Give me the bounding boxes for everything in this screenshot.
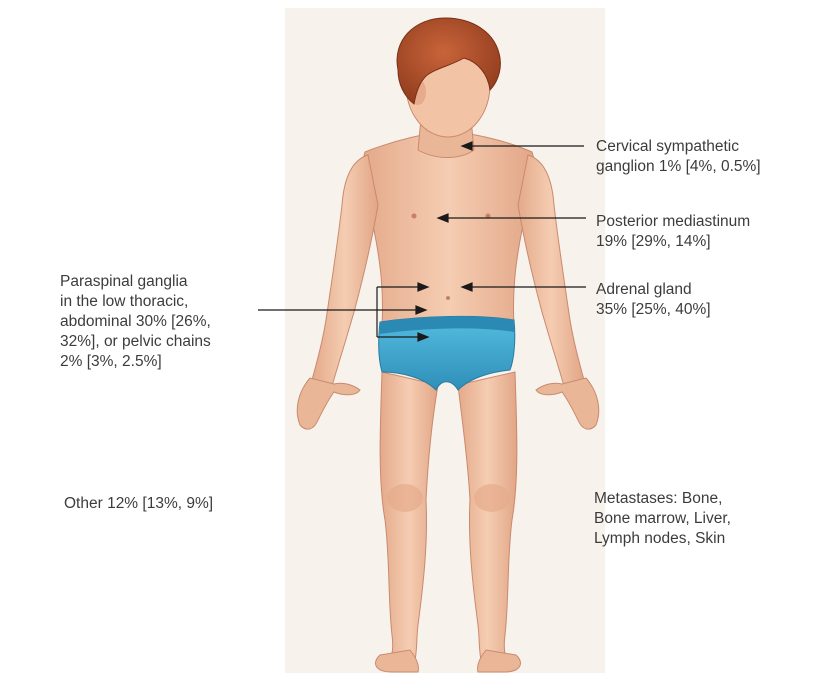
metastases-label-line-3: Lymph nodes, Skin bbox=[594, 529, 731, 549]
cervical-ganglion-label: Cervical sympathetic ganglion 1% [4%, 0.… bbox=[596, 137, 761, 177]
posterior-mediastinum-label: Posterior mediastinum 19% [29%, 14%] bbox=[596, 212, 750, 252]
cervical-label-line-1: Cervical sympathetic bbox=[596, 137, 761, 157]
paraspinal-label-line-3: abdominal 30% [26%, bbox=[60, 312, 211, 332]
metastases-label-line-2: Bone marrow, Liver, bbox=[594, 509, 731, 529]
torso bbox=[362, 132, 536, 325]
left-knee bbox=[387, 484, 423, 512]
paraspinal-label-line-4: 32%], or pelvic chains bbox=[60, 332, 211, 352]
adrenal-label-line-2: 35% [25%, 40%] bbox=[596, 300, 711, 320]
mediastinum-label-line-1: Posterior mediastinum bbox=[596, 212, 750, 232]
right-knee bbox=[474, 484, 510, 512]
paraspinal-label-line-2: in the low thoracic, bbox=[60, 292, 211, 312]
left-nipple bbox=[412, 214, 417, 219]
other-sites-label: Other 12% [13%, 9%] bbox=[64, 494, 213, 514]
adrenal-gland-label: Adrenal gland 35% [25%, 40%] bbox=[596, 280, 711, 320]
paraspinal-ganglia-label: Paraspinal ganglia in the low thoracic, … bbox=[60, 272, 211, 372]
navel bbox=[446, 296, 450, 300]
adrenal-label-line-1: Adrenal gland bbox=[596, 280, 711, 300]
metastases-label: Metastases: Bone, Bone marrow, Liver, Ly… bbox=[594, 489, 731, 549]
metastases-label-line-1: Metastases: Bone, bbox=[594, 489, 731, 509]
paraspinal-label-line-5: 2% [3%, 2.5%] bbox=[60, 352, 211, 372]
mediastinum-label-line-2: 19% [29%, 14%] bbox=[596, 232, 750, 252]
paraspinal-label-line-1: Paraspinal ganglia bbox=[60, 272, 211, 292]
other-label-line-1: Other 12% [13%, 9%] bbox=[64, 494, 213, 514]
cervical-label-line-2: ganglion 1% [4%, 0.5%] bbox=[596, 157, 761, 177]
